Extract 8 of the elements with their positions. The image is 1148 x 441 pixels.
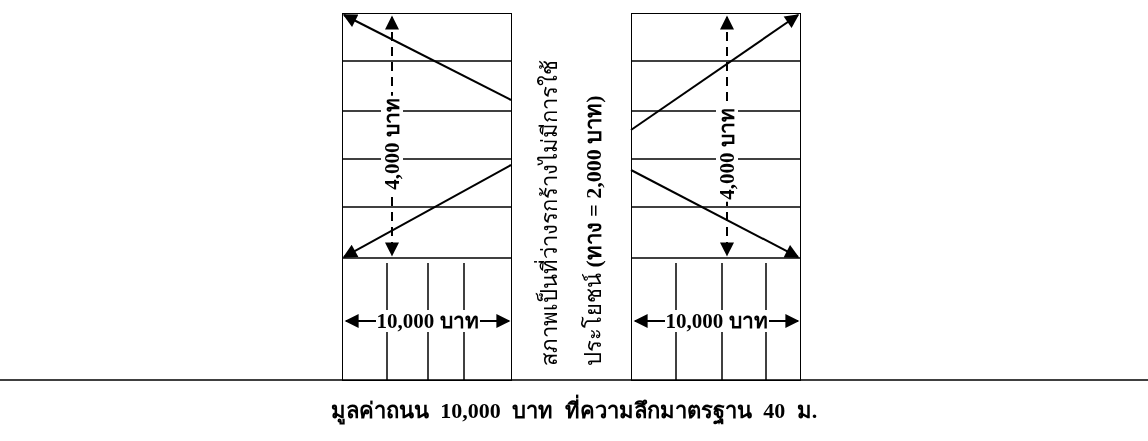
arrow [630,14,800,131]
land-plot [631,13,801,381]
dimension-label: 10,000 บาท [375,310,480,332]
caption: มูลค่าถนน 10,000 บาท ที่ความลึกมาตรฐาน 40 ม. [330,392,818,428]
land-plot [342,13,512,381]
dimension-label: 4,000 บาท [381,96,403,192]
dimension-label: 10,000 บาท [664,310,769,332]
dimension-label: 4,000 บาท [716,106,738,202]
